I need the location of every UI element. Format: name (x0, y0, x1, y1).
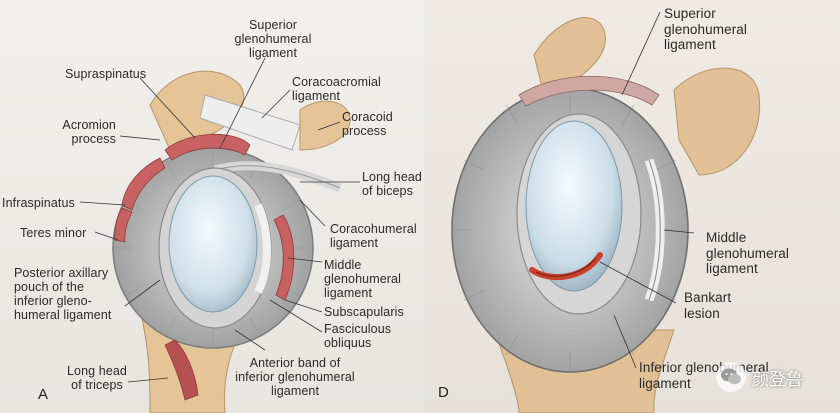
label-long-head-triceps: Long head of triceps (67, 364, 127, 392)
supraspinatus-muscle (164, 133, 251, 161)
label-middle-gh-ligament-d: Middle glenohumeral ligament (706, 230, 790, 276)
label-acromion-process: Acromion process (62, 118, 116, 146)
label-bankart-lesion: Bankart lesion (684, 290, 732, 321)
shoulder-anatomy-illustration-a (79, 57, 360, 413)
superior-muscle-band (518, 75, 660, 107)
shoulder-anatomy-illustration-d (451, 11, 761, 413)
long-head-triceps (164, 339, 199, 401)
coracoid-bone-d (673, 67, 761, 176)
subscapularis-muscle (273, 214, 295, 301)
watermark: 颜登鲁 (716, 360, 834, 394)
coracoid-bone (299, 100, 351, 151)
label-long-head-biceps: Long head of biceps (362, 170, 422, 198)
label-coracoid-process: Coracoid process (342, 110, 393, 138)
coracoacromial-band (199, 94, 301, 151)
teres-minor-muscle (114, 207, 133, 243)
label-subscapularis: Subscapularis (324, 305, 404, 319)
glenoid-fossa-d (525, 120, 623, 292)
label-posterior-axillary-pouch: Posterior axillary pouch of the inferior… (14, 266, 112, 322)
label-coracohumeral-ligament: Coracohumeral ligament (330, 222, 417, 250)
label-teres-minor: Teres minor (20, 226, 87, 240)
panel-d: Superior glenohumeral ligament Middle gl… (424, 0, 840, 413)
infraspinatus-muscle (121, 157, 166, 211)
label-anterior-band-inferior-gh: Anterior band of inferior glenohumeral l… (235, 356, 355, 398)
watermark-text: 颜登鲁 (752, 369, 803, 389)
label-superior-gh-ligament-d: Superior glenohumeral ligament (664, 6, 748, 52)
label-middle-gh-ligament-a: Middle glenohumeral ligament (324, 258, 401, 300)
label-coracoacromial-ligament: Coracoacromial ligament (292, 75, 381, 103)
acromion-bone (149, 70, 245, 151)
glenoid-fossa (168, 175, 258, 313)
label-fasciculous-obliquus: Fasciculous obliquus (324, 322, 392, 350)
panel-letter-d: D (438, 384, 449, 401)
label-superior-gh-ligament-a: Superior glenohumeral ligament (234, 18, 312, 60)
panel-a: Superior glenohumeral ligament Supraspin… (0, 0, 424, 413)
label-supraspinatus: Supraspinatus (65, 67, 147, 81)
label-infraspinatus: Infraspinatus (2, 196, 75, 210)
panel-letter-a: A (38, 386, 49, 403)
wechat-icon (716, 362, 746, 392)
